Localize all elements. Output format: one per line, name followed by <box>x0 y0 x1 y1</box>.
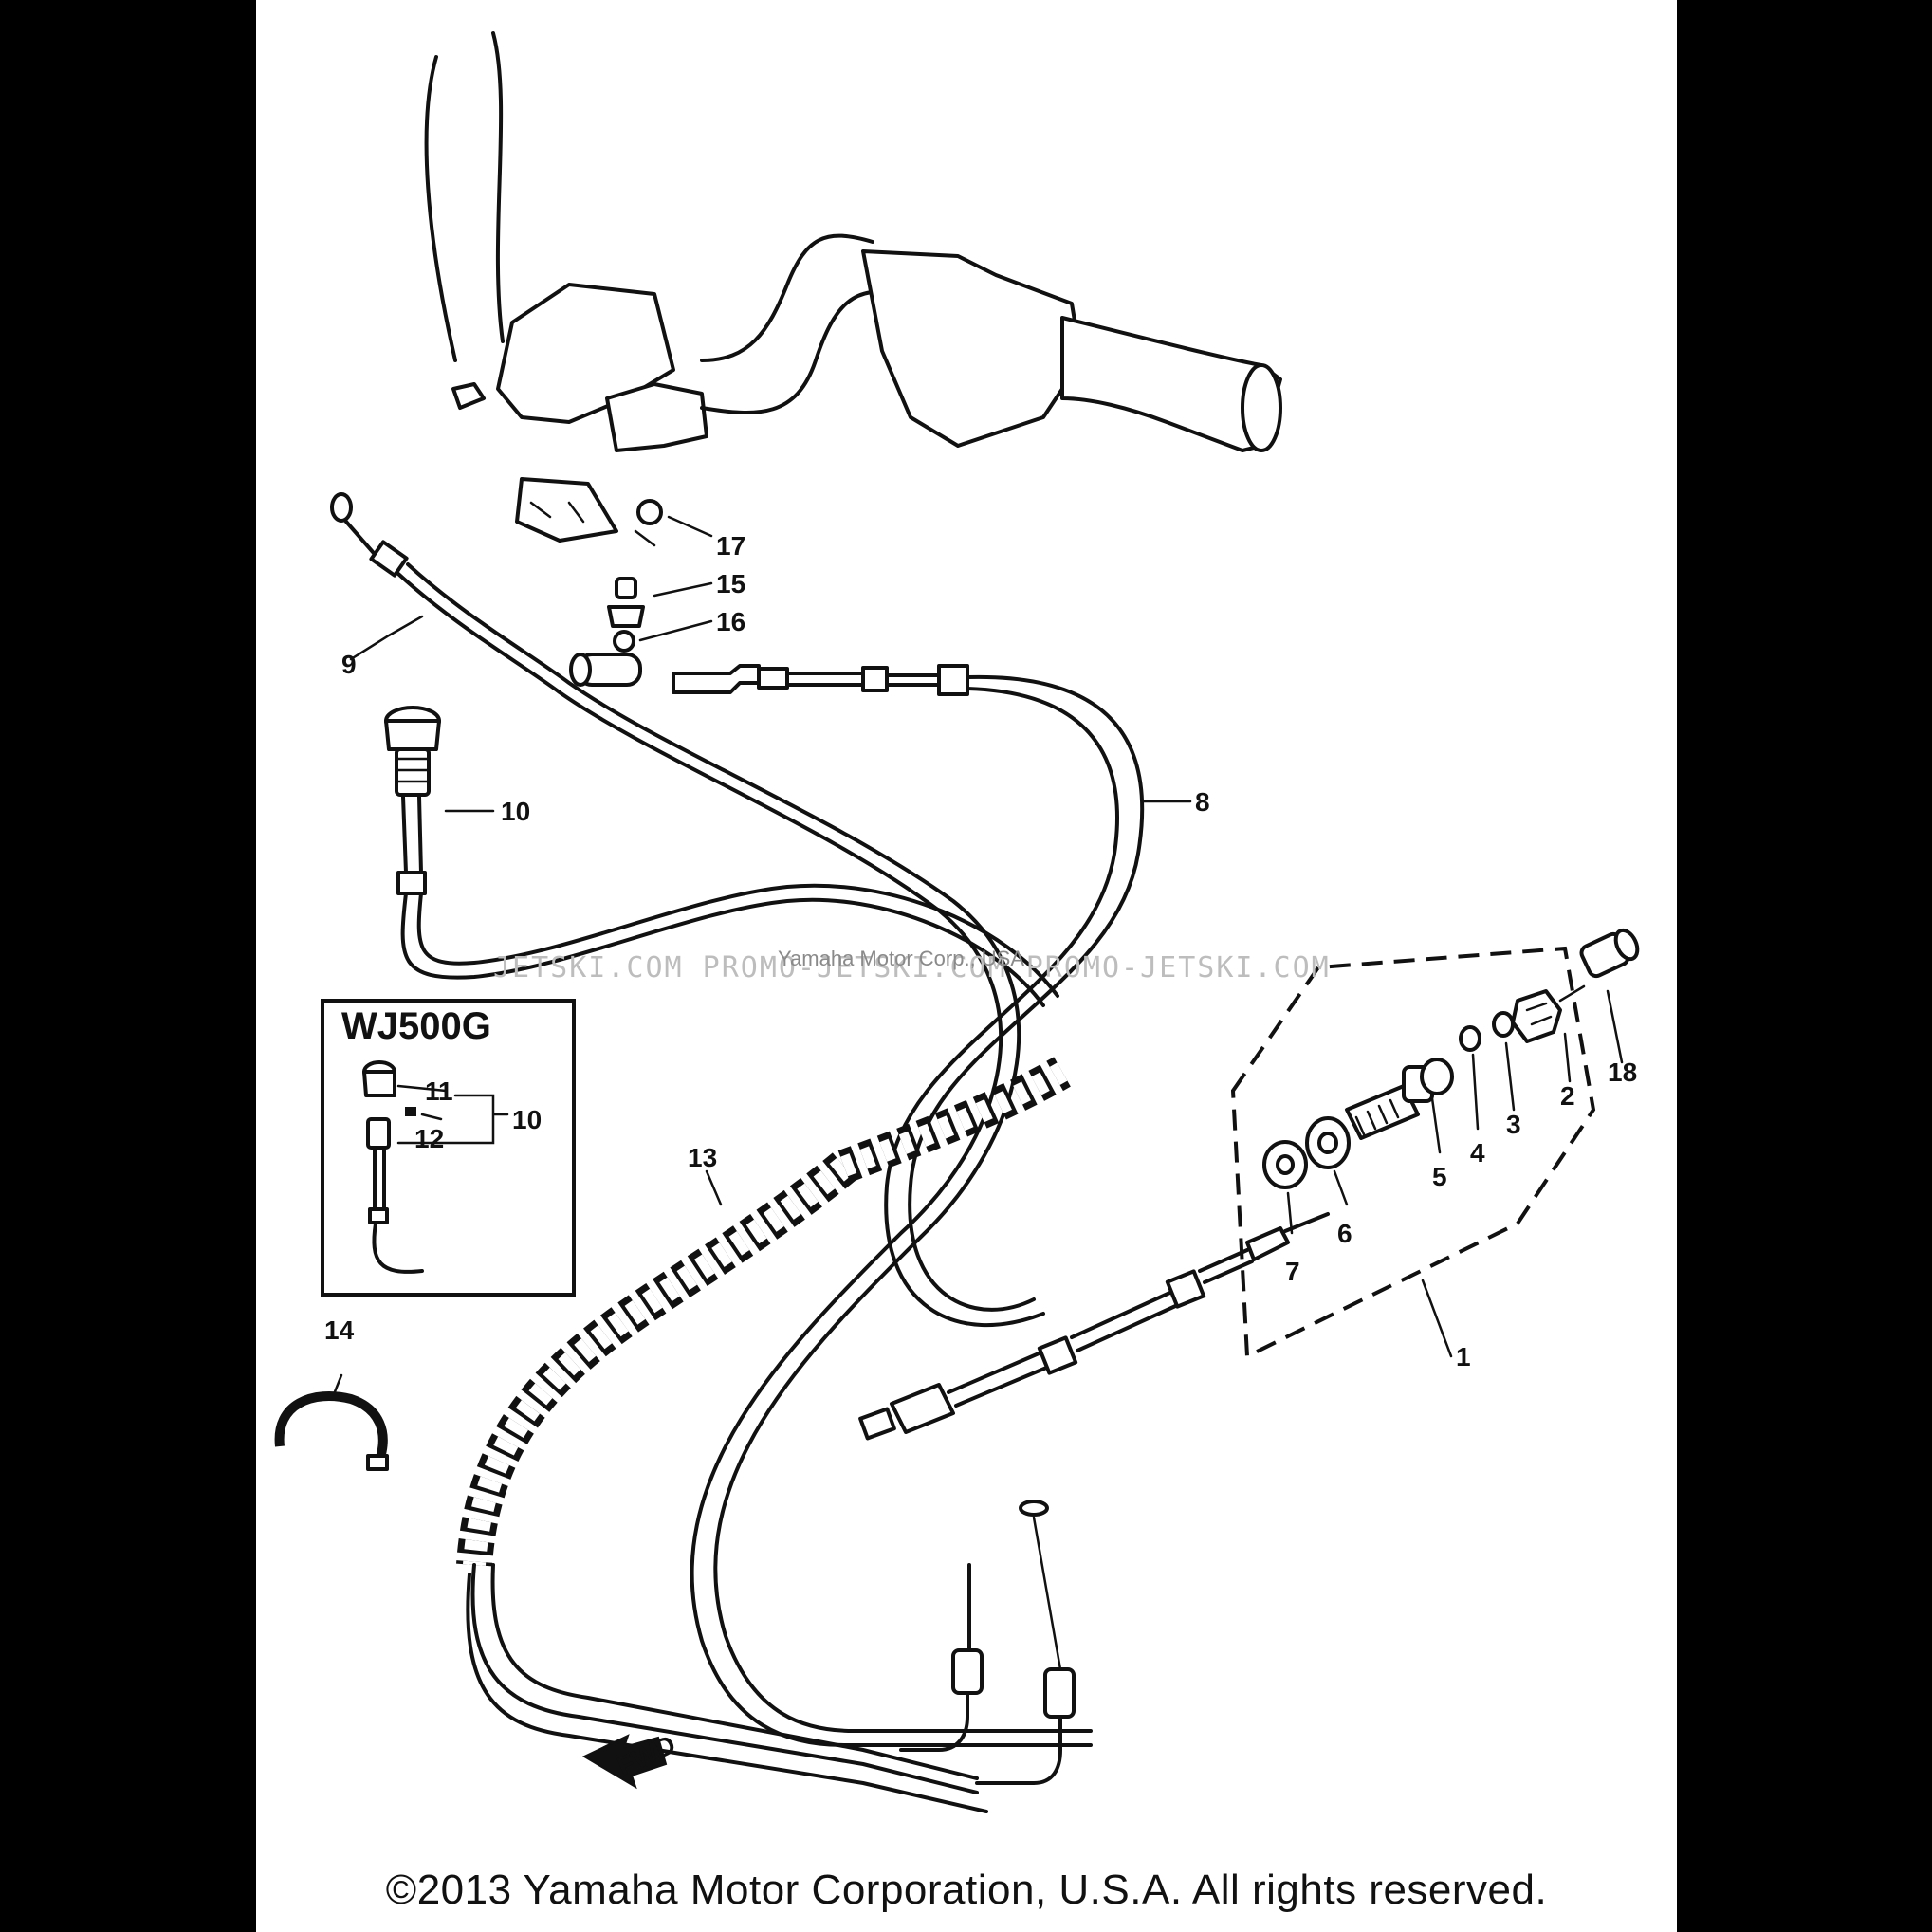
clamp-14 <box>274 1391 389 1471</box>
part-number-labels: 9 10 8 17 15 16 13 14 11 12 10 18 2 3 4 … <box>324 531 1637 1371</box>
cable-9 <box>330 492 1093 1747</box>
watermark-owner: Yamaha Motor Corp., USA <box>778 947 1024 970</box>
label-5: 5 <box>1432 1162 1447 1191</box>
copyright-notice: ©2013 Yamaha Motor Corporation, U.S.A. A… <box>385 1867 1548 1913</box>
bottom-cable-ends: FWD <box>581 1500 1076 1790</box>
label-14: 14 <box>324 1316 355 1345</box>
label-8: 8 <box>1195 787 1210 817</box>
fitting-parts-15-17 <box>569 499 663 687</box>
label-7: 7 <box>1285 1257 1300 1286</box>
label-13: 13 <box>688 1143 717 1172</box>
assembly-box-1 <box>1230 928 1640 1360</box>
fwd-arrow-label: FWD <box>613 1729 680 1781</box>
label-11: 11 <box>425 1076 453 1106</box>
label-4: 4 <box>1470 1138 1485 1168</box>
cable-8 <box>672 664 1145 1328</box>
label-12: 12 <box>414 1124 444 1153</box>
label-17: 17 <box>716 531 745 561</box>
handlebar <box>424 31 1282 543</box>
label-6: 6 <box>1337 1219 1352 1248</box>
label-3: 3 <box>1506 1110 1521 1139</box>
cable-1 <box>858 1212 1330 1441</box>
choke-cable-10 <box>384 706 1059 1007</box>
spiral-wrap-13 <box>456 1057 1071 1813</box>
label-9: 9 <box>341 650 357 679</box>
label-10: 10 <box>501 797 530 826</box>
label-10-inset: 10 <box>512 1105 542 1134</box>
callout-leaders <box>332 515 1624 1396</box>
cable-assembly-diagram: FWD WJ500G <box>274 31 1640 1813</box>
label-15: 15 <box>716 569 745 598</box>
wj500g-inset: WJ500G <box>321 999 576 1297</box>
watermark: JETSKI.COM PROMO-JETSKI.COM PROMO-JETSKI… <box>493 947 1331 984</box>
label-2: 2 <box>1560 1081 1575 1111</box>
label-18: 18 <box>1608 1058 1637 1087</box>
label-1: 1 <box>1456 1342 1471 1371</box>
watermark-text: JETSKI.COM PROMO-JETSKI.COM PROMO-JETSKI… <box>493 951 1331 984</box>
label-16: 16 <box>716 607 745 636</box>
parts-diagram-sheet: FWD WJ500G <box>256 0 1677 1932</box>
inset-title: WJ500G <box>341 1005 491 1047</box>
